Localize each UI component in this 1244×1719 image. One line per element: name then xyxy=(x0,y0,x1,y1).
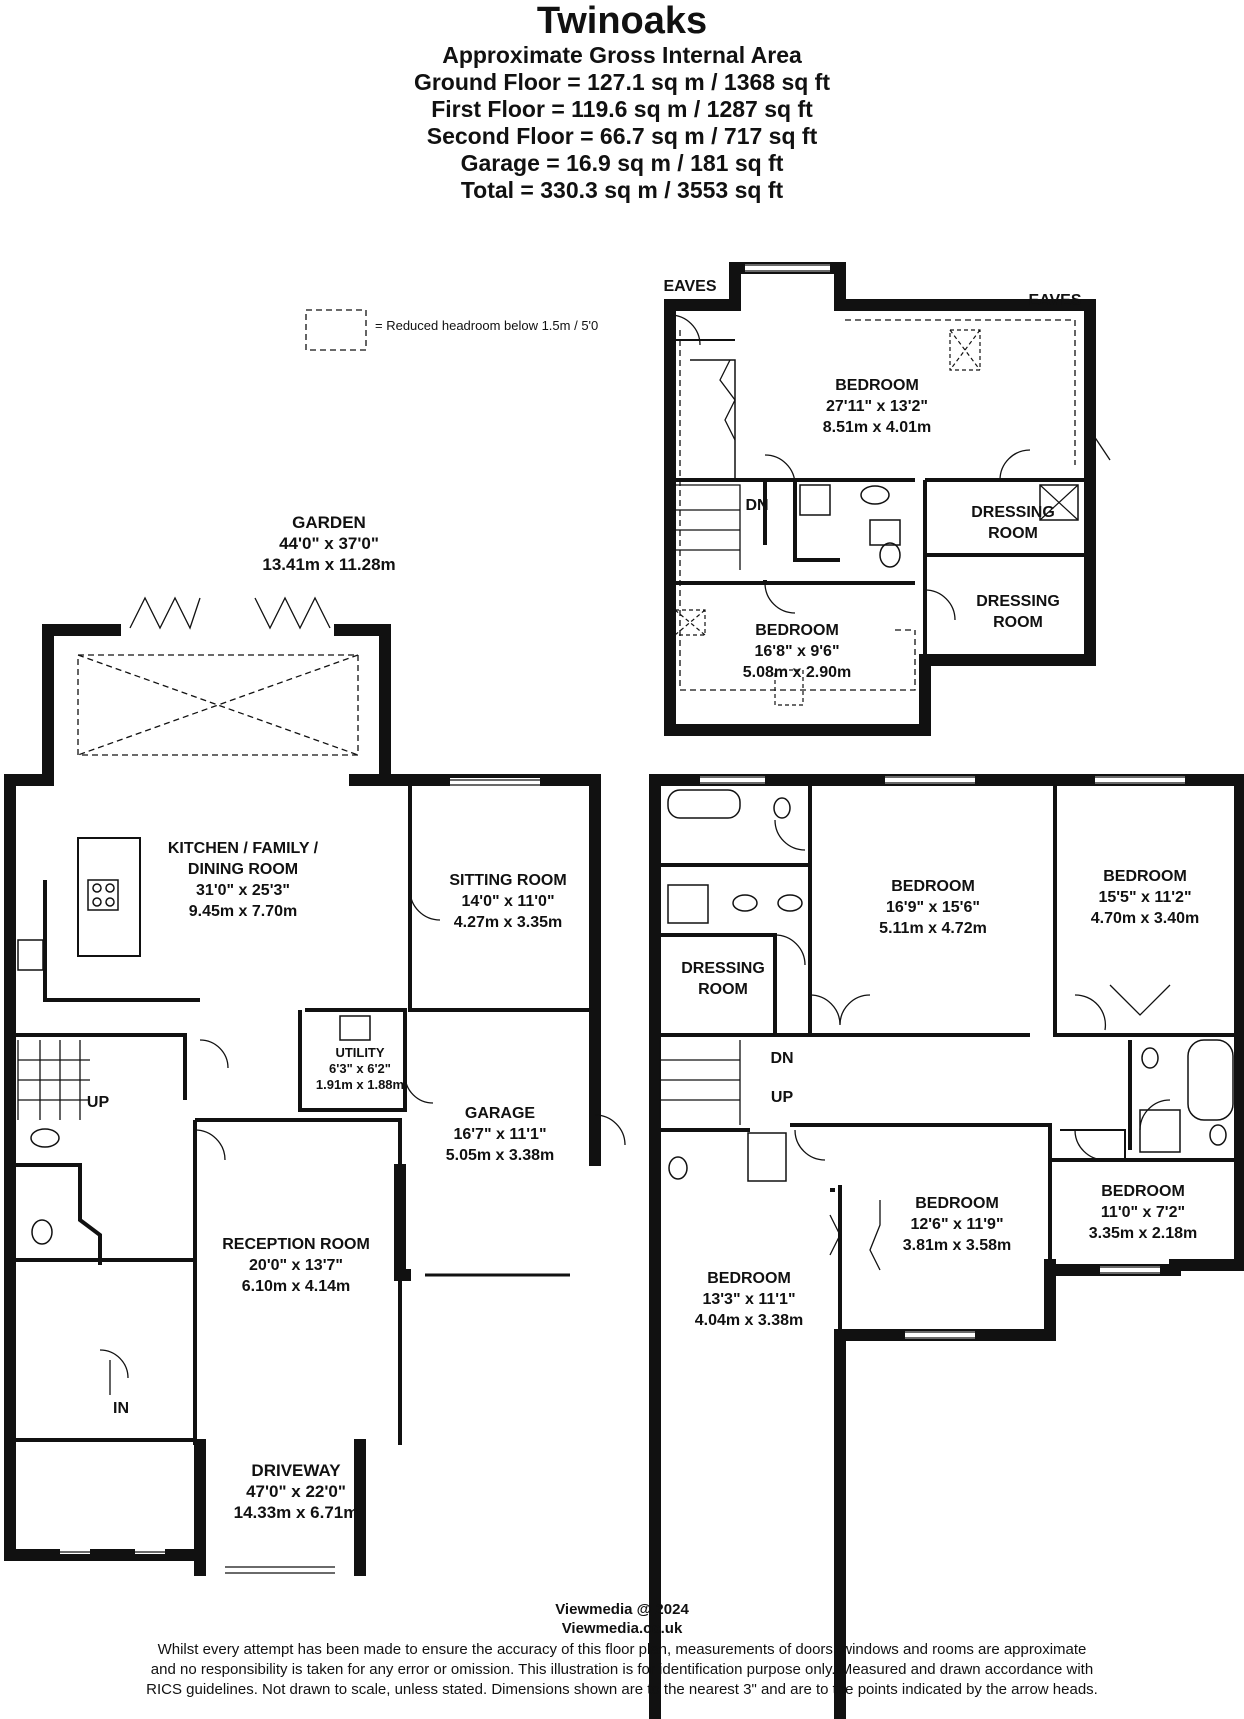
second-floor-dressing-room-2-label: DRESSING ROOM xyxy=(976,593,1060,631)
sitting-room-label: SITTING ROOM 14'0" x 11'0" 4.27m x 3.35m xyxy=(449,872,567,931)
brand-website: Viewmedia.co.uk xyxy=(561,1620,683,1637)
disclaimer-line-1: Whilst every attempt has been made to en… xyxy=(157,1641,1087,1658)
first-floor-bedroom-b-label: BEDROOM 15'5" x 11'2" 4.70m x 3.40m xyxy=(1090,868,1200,927)
area-second-floor: Second Floor = 66.7 sq m / 717 sq ft xyxy=(426,123,818,149)
area-garage: Garage = 16.9 sq m / 181 sq ft xyxy=(460,150,784,176)
utility-label: UTILITY 6'3" x 6'2" 1.91m x 1.88m xyxy=(315,1045,405,1092)
second-floor-main-bedroom-label: BEDROOM 27'11" x 13'2" 8.51m x 4.01m xyxy=(822,377,932,436)
area-total: Total = 330.3 sq m / 3553 sq ft xyxy=(460,177,784,203)
brand-name: Viewmedia @ 2024 xyxy=(555,1601,689,1618)
first-floor-stairs-dn-label: DN xyxy=(770,1050,794,1067)
first-floor-stairs-up-label: UP xyxy=(770,1089,794,1106)
page-title: Twinoaks xyxy=(536,0,708,42)
disclaimer-line-3: RICS guidelines. Not drawn to scale, unl… xyxy=(146,1681,1098,1698)
footer: Viewmedia @ 2024 Viewmedia.co.uk Whilst … xyxy=(0,1600,1244,1700)
first-floor-bedroom-e-label: BEDROOM 13'3" x 11'1" 4.04m x 3.38m xyxy=(694,1270,804,1329)
reduced-headroom-legend-box xyxy=(305,309,367,351)
driveway-label: DRIVEWAY 47'0" x 22'0" 14.33m x 6.71m xyxy=(233,1461,359,1522)
area-first-floor: First Floor = 119.6 sq m / 1287 sq ft xyxy=(431,96,813,122)
area-ground-floor: Ground Floor = 127.1 sq m / 1368 sq ft xyxy=(413,69,831,95)
disclaimer-line-2: and no responsibility is taken for any e… xyxy=(150,1661,1094,1678)
eaves-left-label: EAVES xyxy=(663,278,717,295)
disclaimer: Whilst every attempt has been made to en… xyxy=(0,1640,1244,1700)
second-floor-dressing-room-1-label: DRESSING ROOM xyxy=(971,504,1055,542)
eaves-right-label: EAVES xyxy=(1028,292,1082,309)
first-floor-bedroom-a-label: BEDROOM 16'9" x 15'6" 5.11m x 4.72m xyxy=(879,878,987,937)
garage-label: GARAGE 16'7" x 11'1" 5.05m x 3.38m xyxy=(445,1105,555,1164)
reception-room-label: RECEPTION ROOM 20'0" x 13'7" 6.10m x 4.1… xyxy=(222,1236,370,1295)
area-heading: Approximate Gross Internal Area xyxy=(442,42,802,68)
second-floor-plan xyxy=(664,262,1096,736)
garden-label: GARDEN 44'0" x 37'0" 13.41m x 11.28m xyxy=(262,513,396,574)
first-floor-bedroom-d-label: BEDROOM 11'0" x 7'2" 3.35m x 2.18m xyxy=(1088,1183,1198,1242)
first-floor-bedroom-c-label: BEDROOM 12'6" x 11'9" 3.81m x 3.58m xyxy=(902,1195,1012,1254)
ground-stairs-up-label: UP xyxy=(86,1094,110,1111)
second-floor-small-bedroom-label: BEDROOM 16'8" x 9'6" 5.08m x 2.90m xyxy=(742,622,852,681)
legend-text: = Reduced headroom below 1.5m / 5'0 xyxy=(375,318,599,333)
kitchen-family-dining-label: KITCHEN / FAMILY / DINING ROOM 31'0" x 2… xyxy=(167,840,319,920)
entrance-in-label: IN xyxy=(113,1400,129,1417)
first-floor-dressing-room-label: DRESSING ROOM xyxy=(681,960,765,998)
second-floor-stairs-dn-label: DN xyxy=(745,497,769,514)
